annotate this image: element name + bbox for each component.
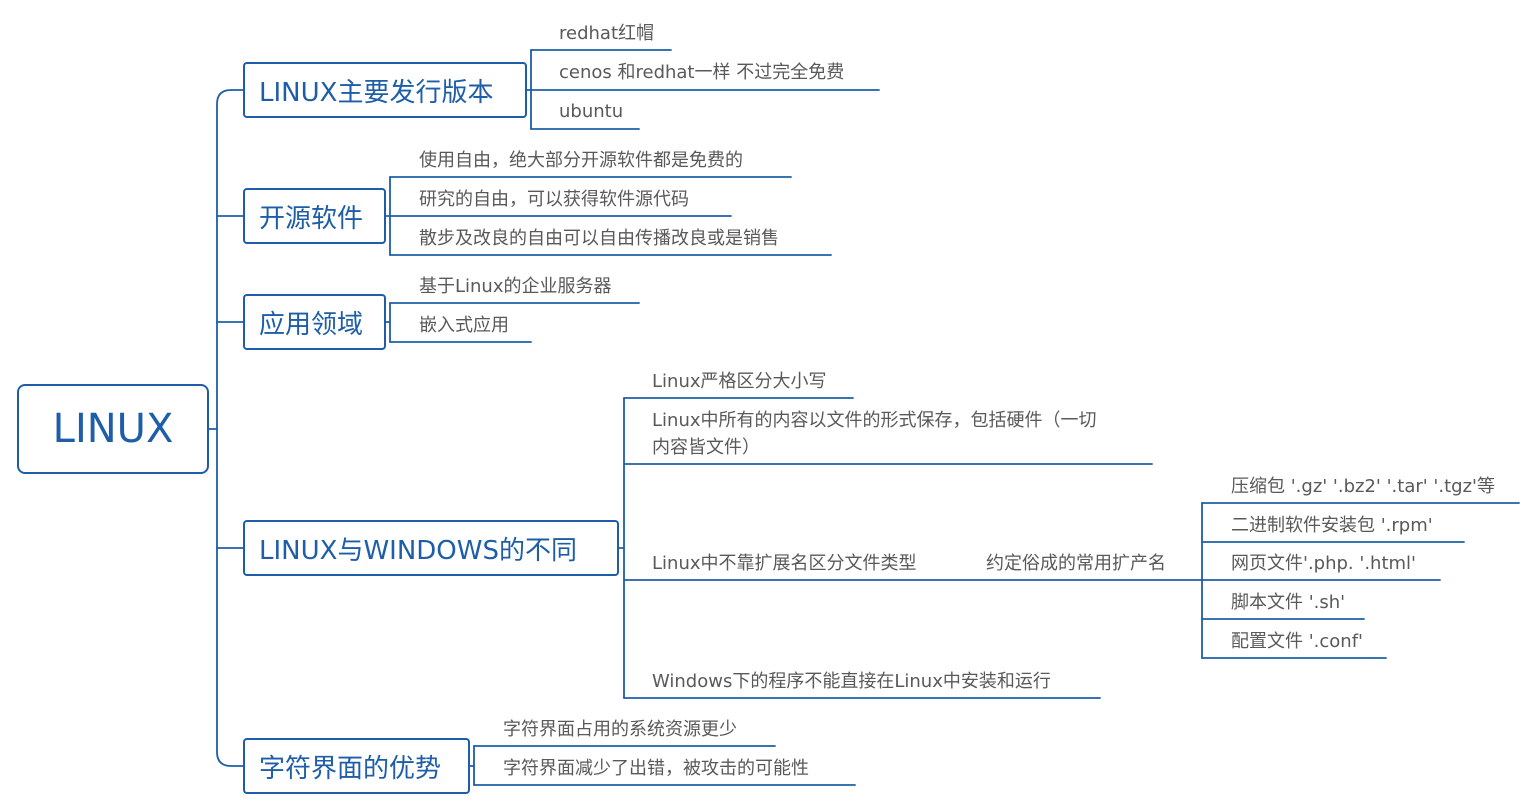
leaf-redhat[interactable]: redhat红帽	[559, 23, 655, 44]
branch-label: LINUX主要发行版本	[259, 77, 494, 108]
leaf-less-resources[interactable]: 字符界面占用的系统资源更少	[503, 719, 737, 740]
branch-label: 应用领域	[259, 309, 364, 340]
root-label: LINUX	[52, 406, 174, 452]
leaf-no-extension-typing[interactable]: Linux中不靠扩展名区分文件类型	[652, 553, 917, 574]
leaf-enterprise-server[interactable]: 基于Linux的企业服务器	[419, 276, 612, 297]
branch-application-fields[interactable]: 应用领域	[243, 294, 386, 350]
branch-label: 字符界面的优势	[259, 753, 442, 784]
leaf-centos[interactable]: cenos 和redhat一样 不过完全免费	[559, 62, 845, 83]
sub-leaf-scripts[interactable]: 脚本文件 '.sh'	[1231, 592, 1346, 613]
leaf-case-sensitive[interactable]: Linux严格区分大小写	[652, 371, 827, 392]
sub-leaf-rpm[interactable]: 二进制软件安装包 '.rpm'	[1231, 515, 1433, 536]
leaf-freedom-study[interactable]: 研究的自由，可以获得软件源代码	[419, 189, 689, 210]
branch-linux-vs-windows[interactable]: LINUX与WINDOWS的不同	[243, 520, 619, 576]
branch-linux-distributions[interactable]: LINUX主要发行版本	[243, 62, 527, 118]
sub-leaf-archives[interactable]: 压缩包 '.gz' '.bz2' '.tar' '.tgz'等	[1231, 476, 1495, 497]
sub-branch-common-extensions[interactable]: 约定俗成的常用扩产名	[986, 553, 1166, 574]
leaf-ubuntu[interactable]: ubuntu	[559, 101, 624, 122]
branch-open-source[interactable]: 开源软件	[243, 188, 386, 244]
leaf-everything-is-file-line-2[interactable]: 内容皆文件）	[652, 437, 760, 458]
leaf-windows-programs[interactable]: Windows下的程序不能直接在Linux中安装和运行	[652, 671, 1051, 692]
root-spine	[216, 89, 244, 767]
leaf-fewer-errors[interactable]: 字符界面减少了出错，被攻击的可能性	[503, 758, 809, 779]
branch-label: 开源软件	[259, 203, 364, 234]
leaf-embedded[interactable]: 嵌入式应用	[419, 315, 509, 336]
branch-label: LINUX与WINDOWS的不同	[259, 535, 577, 566]
root-node[interactable]: LINUX	[17, 384, 209, 474]
branch-cli-advantages[interactable]: 字符界面的优势	[243, 738, 470, 794]
leaf-freedom-distribute[interactable]: 散步及改良的自由可以自由传播改良或是销售	[419, 228, 779, 249]
sub-leaf-web-files[interactable]: 网页文件'.php. '.html'	[1231, 553, 1416, 574]
leaf-everything-is-file-line-1[interactable]: Linux中所有的内容以文件的形式保存，包括硬件（一切	[652, 410, 1097, 431]
sub-leaf-config[interactable]: 配置文件 '.conf'	[1231, 631, 1363, 652]
leaf-freedom-use[interactable]: 使用自由，绝大部分开源软件都是免费的	[419, 150, 743, 171]
